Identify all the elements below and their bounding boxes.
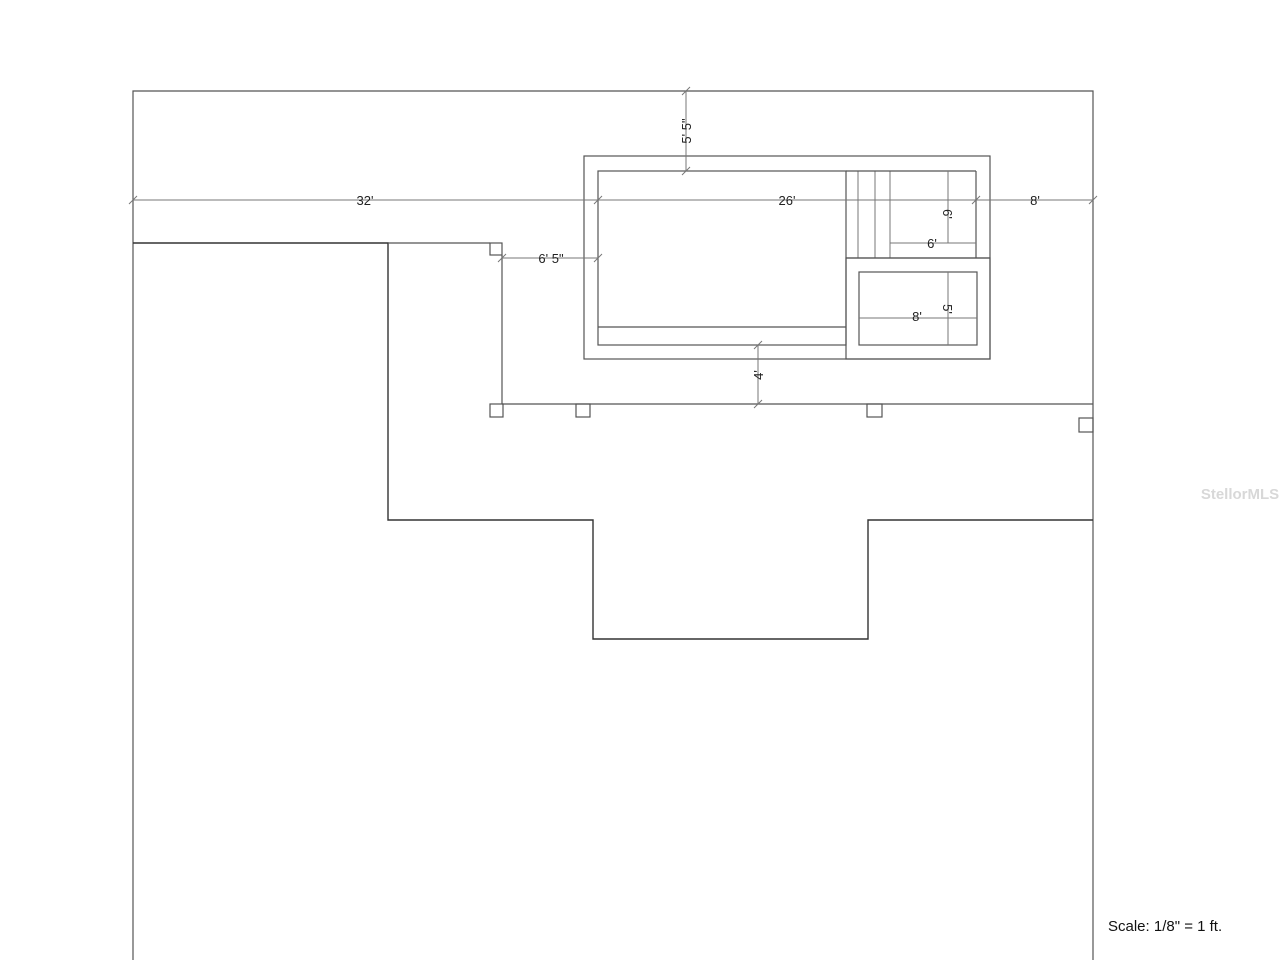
pool-interior [597,170,847,346]
dim-lot-width: 32' [357,193,374,208]
cage-post [489,403,504,418]
lot-boundary [132,90,1094,960]
scale-note: Scale: 1/8" = 1 ft. [1108,918,1223,935]
dim-right-setback: 8' [1030,193,1040,208]
dim-shelf-depth: 5' [940,304,955,314]
dim-left-offset: 6' 5" [538,251,564,266]
cage-post [1078,417,1094,433]
dim-shelf-width: 8' [912,309,922,324]
dimension-ticks [128,86,1098,409]
cage-post [489,242,503,256]
sun-shelf-inner [858,271,978,346]
dim-top-setback: 5' 5" [679,118,694,144]
dim-spa-width: 6' [927,236,937,251]
cage-post [575,403,591,418]
dim-spa-depth: 6' [940,209,955,219]
watermark: StellorMLS [1201,486,1279,503]
house-outline [133,242,1093,640]
cage-post [866,403,883,418]
dim-pool-to-cage: 4' [751,370,766,380]
sun-shelf-outer [845,257,991,360]
dim-pool-length: 26' [779,193,796,208]
